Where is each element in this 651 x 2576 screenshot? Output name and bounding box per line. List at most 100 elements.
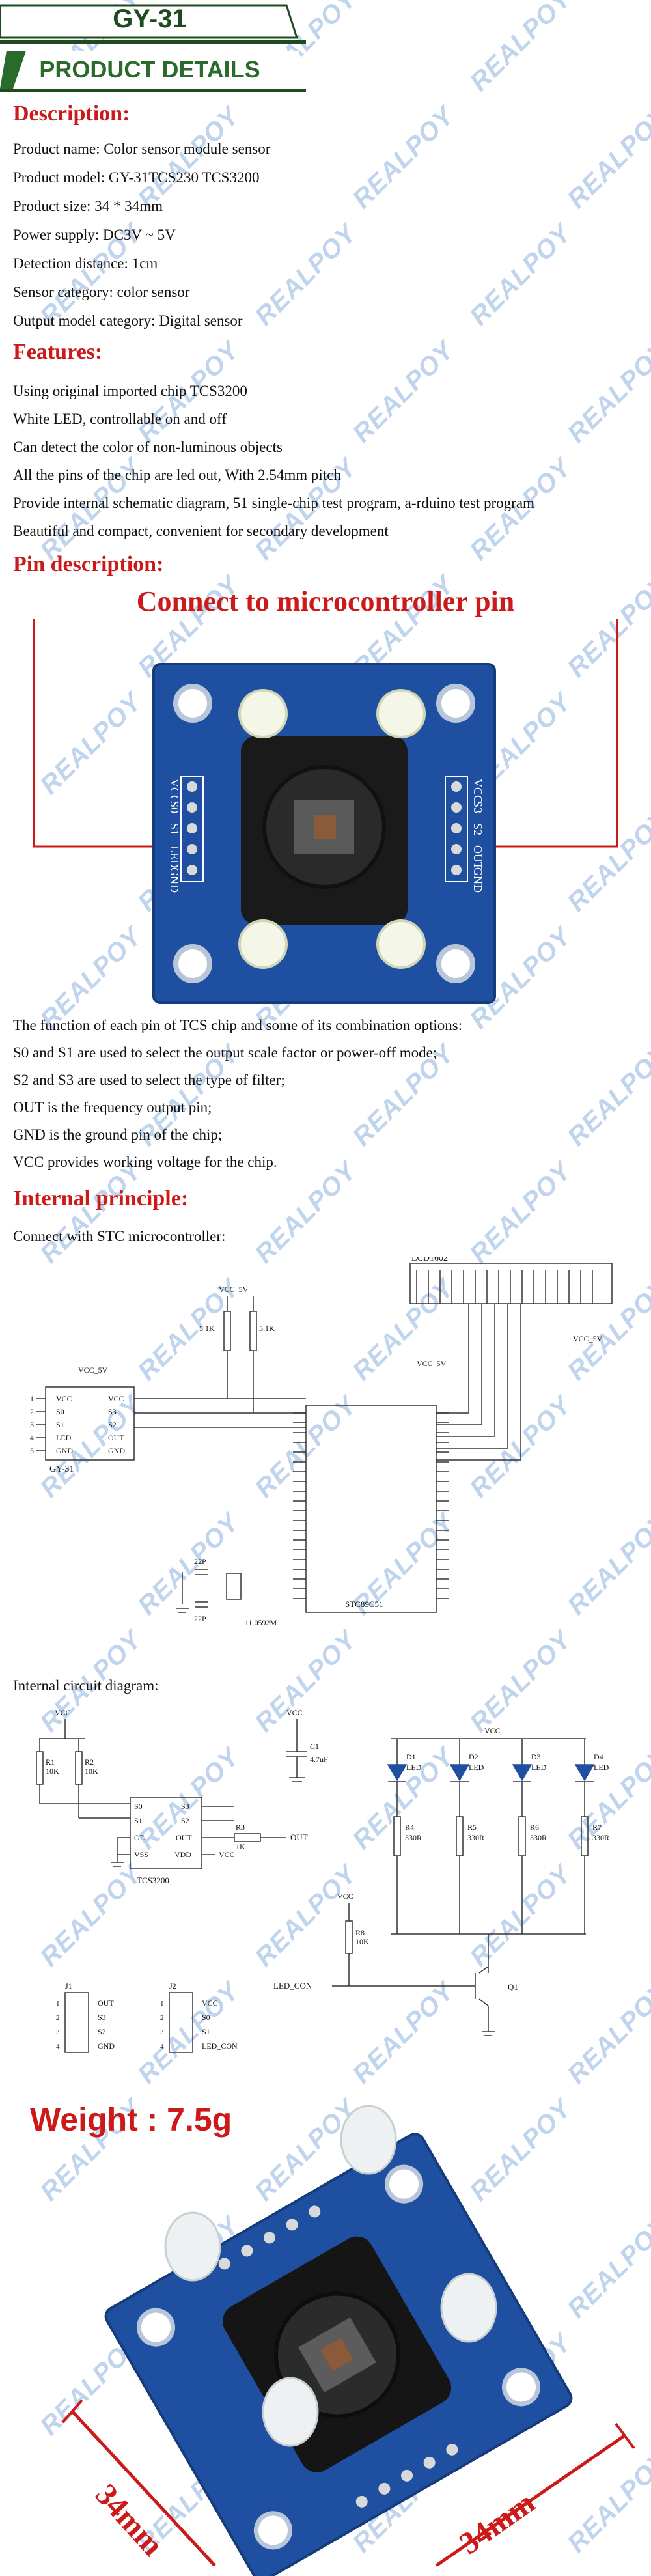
led-resistor	[456, 1816, 464, 1856]
svg-text:2: 2	[30, 1407, 34, 1416]
j1-pin-label: OUT	[98, 1998, 114, 2008]
svg-text:S3: S3	[181, 1802, 189, 1811]
led-res-label: R5	[467, 1823, 477, 1832]
left-pin-label: S0	[168, 801, 181, 813]
svg-text:3: 3	[30, 1420, 34, 1429]
gy31-pin-label-right: GND	[108, 1446, 125, 1455]
page-subtitle: PRODUCT DETAILS	[39, 56, 260, 83]
led-text: LED	[406, 1763, 422, 1772]
mcu-label: STC89C51	[345, 1599, 383, 1609]
pin-banner: Connect to microcontroller pin	[136, 585, 515, 617]
svg-text:4: 4	[30, 1433, 34, 1442]
led-res-label: R4	[405, 1823, 414, 1832]
led-label: D2	[469, 1752, 478, 1761]
j2-pin-label: S1	[202, 2027, 210, 2036]
j1-pin-num: 4	[56, 2043, 60, 2051]
led-res-value: 330R	[467, 1833, 484, 1842]
led-res-label: R6	[530, 1823, 539, 1832]
pin-function-line: OUT is the frequency output pin;	[13, 1099, 212, 1115]
led-bottom-right	[376, 919, 426, 969]
j2-pin-label: LED_CON	[202, 2041, 238, 2051]
description-line: Product name: Color sensor module sensor	[13, 141, 271, 157]
svg-text:VCC_5V: VCC_5V	[219, 1285, 249, 1294]
j1-pin-num: 3	[56, 2028, 60, 2036]
j2-pin-num: 2	[160, 2014, 164, 2022]
svg-text:VCC: VCC	[484, 1726, 501, 1735]
led-diode	[387, 1764, 408, 1782]
description-line: Product size: 34 * 34mm	[13, 198, 163, 214]
svg-text:VCC: VCC	[219, 1850, 235, 1859]
right-pin-label: S2	[471, 823, 484, 835]
svg-text:R8: R8	[355, 1928, 365, 1937]
q1-label: Q1	[508, 1982, 518, 1992]
svg-text:R2: R2	[85, 1757, 94, 1767]
stc-caption: Connect with STC microcontroller:	[13, 1228, 226, 1244]
led-res-value: 330R	[405, 1833, 422, 1842]
watermark: REALPOY	[249, 218, 363, 331]
watermark: REALPOY	[249, 1156, 363, 1269]
svg-text:S1: S1	[134, 1816, 143, 1825]
svg-text:5: 5	[30, 1446, 34, 1455]
right-pin-label: VCC	[471, 779, 484, 803]
right-pin-label: S3	[471, 801, 484, 813]
gy31-pin-label: GND	[56, 1446, 73, 1455]
svg-text:VCC: VCC	[286, 1708, 303, 1717]
left-pin-label: LED	[168, 845, 181, 868]
led-resistor	[393, 1816, 401, 1856]
svg-text:VDD: VDD	[174, 1850, 191, 1859]
svg-text:22P: 22P	[194, 1614, 206, 1623]
led-res-value: 330R	[592, 1833, 609, 1842]
svg-text:5.1K: 5.1K	[259, 1324, 275, 1333]
watermark: REALPOY	[464, 218, 577, 331]
watermark: REALPOY	[347, 335, 460, 449]
led-res-label: R7	[592, 1823, 602, 1832]
description-line: Sensor category: color sensor	[13, 284, 190, 300]
left-pin-label: S1	[168, 823, 181, 835]
feature-line: Beautiful and compact, convenient for se…	[13, 523, 389, 539]
svg-text:J2: J2	[169, 1981, 176, 1991]
watermark: REALPOY	[347, 101, 460, 214]
weight-label: Weight : 7.5g	[30, 2101, 232, 2138]
watermark: REALPOY	[464, 0, 577, 97]
led-resistor	[518, 1816, 526, 1856]
gy31-label: GY-31	[49, 1464, 74, 1474]
led-text: LED	[594, 1763, 609, 1772]
left-pin-label: GND	[168, 867, 181, 893]
feature-line: Using original imported chip TCS3200	[13, 383, 247, 399]
feature-line: Can detect the color of non-luminous obj…	[13, 439, 283, 455]
svg-text:R1: R1	[46, 1757, 55, 1767]
svg-text:10K: 10K	[46, 1767, 59, 1776]
j1-pin-label: S2	[98, 2027, 106, 2036]
j1-pin-label: S3	[98, 2013, 106, 2022]
pin-function-line: GND is the ground pin of the chip;	[13, 1127, 223, 1143]
svg-text:OUT: OUT	[290, 1832, 308, 1842]
feature-line: Provide internal schematic diagram, 51 s…	[13, 495, 534, 511]
led-diode	[574, 1764, 595, 1782]
led-text: LED	[531, 1763, 547, 1772]
description-line: Detection distance: 1cm	[13, 255, 158, 272]
j1-pin-num: 2	[56, 2014, 60, 2022]
svg-text:10K: 10K	[355, 1937, 369, 1946]
svg-text:R3: R3	[236, 1823, 245, 1832]
j2-pin-num: 3	[160, 2028, 164, 2036]
led-text: LED	[469, 1763, 484, 1772]
led-resistor	[581, 1816, 589, 1856]
j2-pin-label: S0	[202, 2013, 210, 2022]
j2-pin-num: 4	[160, 2043, 164, 2051]
led-bottom-left	[238, 919, 288, 969]
watermark: REALPOY	[35, 1156, 148, 1269]
right-pin-label: OUT	[471, 845, 484, 869]
dimension-right: 34mm	[453, 2485, 541, 2561]
gy31-pin-label-right: S2	[108, 1420, 117, 1429]
left-pin-label: VCC	[168, 779, 181, 803]
gy31-pin-label: S0	[56, 1407, 64, 1416]
gy31-pin-label-right: OUT	[108, 1433, 124, 1442]
gy31-pin-label: S1	[56, 1420, 64, 1429]
description-heading: Description:	[13, 102, 130, 126]
description-line: Product model: GY-31TCS230 TCS3200	[13, 169, 260, 186]
j1-pin-num: 1	[56, 2000, 60, 2008]
watermark: REALPOY	[562, 1039, 651, 1152]
feature-line: White LED, controllable on and off	[13, 411, 227, 427]
svg-text:VCC_5V: VCC_5V	[573, 1334, 603, 1343]
svg-text:C1: C1	[310, 1742, 319, 1751]
